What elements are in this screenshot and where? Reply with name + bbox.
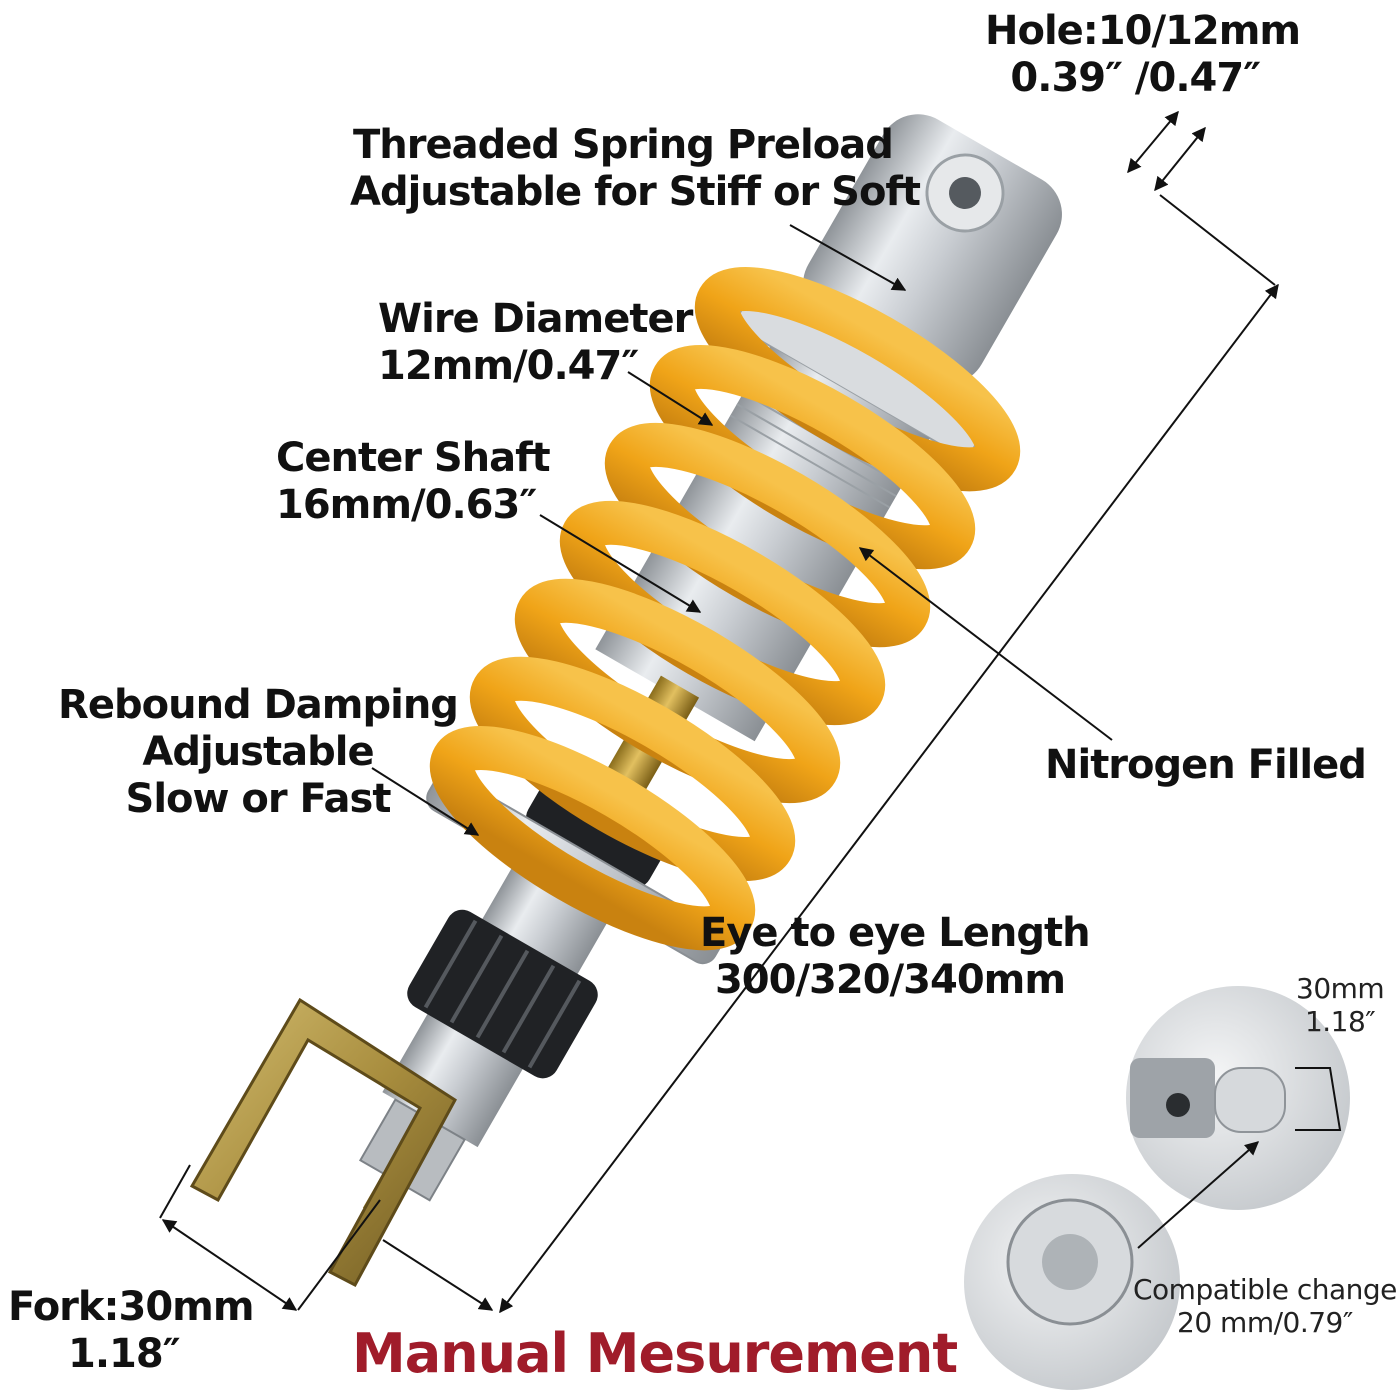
eye-to-eye-label: Eye to eye Length 300/320/340mm bbox=[700, 910, 1091, 1004]
rebound-label: Rebound Damping Adjustable Slow or Fast bbox=[58, 682, 459, 823]
inset-bushing-detail bbox=[964, 1141, 1260, 1390]
eye-to-eye-label-line2: 300/320/340mm bbox=[714, 957, 1066, 1003]
rebound-label-line3: Slow or Fast bbox=[125, 776, 392, 822]
inset-mount-detail bbox=[1126, 986, 1350, 1210]
preload-label: Threaded Spring Preload Adjustable for S… bbox=[350, 122, 921, 216]
nitrogen-label-text: Nitrogen Filled bbox=[1045, 742, 1367, 788]
inset-bushing-label: Compatible change 20 mm/0.79″ bbox=[1133, 1273, 1397, 1339]
fork-label-line2: 1.18″ bbox=[68, 1331, 181, 1377]
inset-mount-width-label: 30mm 1.18″ bbox=[1296, 972, 1385, 1038]
annotation-lines bbox=[159, 110, 1279, 1314]
wire-diameter-label-line1: Wire Diameter bbox=[378, 296, 693, 342]
center-shaft-label: Center Shaft 16mm/0.63″ bbox=[276, 435, 551, 529]
wire-diameter-label-line2: 12mm/0.47″ bbox=[378, 343, 639, 389]
footer-title: Manual Mesurement bbox=[352, 1322, 958, 1385]
nitrogen-label: Nitrogen Filled bbox=[1045, 742, 1367, 789]
eye-to-eye-label-line1: Eye to eye Length bbox=[700, 910, 1091, 956]
inset-bushing-line1: Compatible change bbox=[1133, 1273, 1397, 1306]
hole-label: Hole:10/12mm 0.39″ /0.47″ bbox=[985, 8, 1301, 102]
rebound-label-line1: Rebound Damping bbox=[58, 682, 459, 728]
fork-label: Fork:30mm 1.18″ bbox=[8, 1284, 255, 1378]
fork-label-line1: Fork:30mm bbox=[8, 1284, 255, 1330]
inset-bushing-line2: 20 mm/0.79″ bbox=[1177, 1306, 1353, 1339]
inset-mount-width-line2: 1.18″ bbox=[1304, 1005, 1376, 1038]
hole-label-line2: 0.39″ /0.47″ bbox=[1010, 55, 1261, 101]
center-shaft-label-line1: Center Shaft bbox=[276, 435, 551, 481]
fork-bracket bbox=[189, 997, 457, 1288]
rebound-label-line2: Adjustable bbox=[142, 729, 374, 775]
preload-label-line1: Threaded Spring Preload bbox=[353, 122, 894, 168]
center-shaft-label-line2: 16mm/0.63″ bbox=[276, 482, 537, 528]
inset-mount-width-line1: 30mm bbox=[1296, 972, 1385, 1005]
wire-diameter-label: Wire Diameter 12mm/0.47″ bbox=[378, 296, 693, 390]
preload-label-line2: Adjustable for Stiff or Soft bbox=[350, 169, 921, 215]
hole-label-line1: Hole:10/12mm bbox=[985, 8, 1301, 54]
